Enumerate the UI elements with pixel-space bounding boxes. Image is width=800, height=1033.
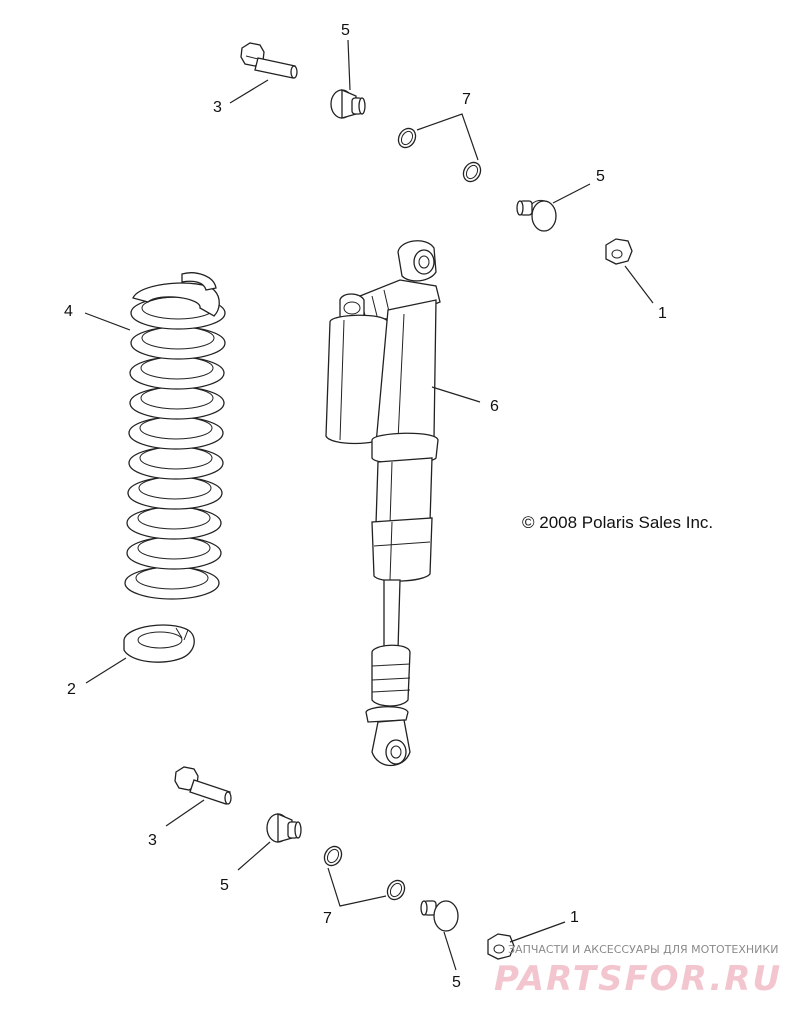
washer-top-b bbox=[462, 161, 482, 183]
bolt-bottom bbox=[174, 766, 232, 805]
watermark-tagline: ЗАПЧАСТИ И АКСЕССУАРЫ ДЛЯ МОТОТЕХНИКИ bbox=[508, 943, 778, 956]
washer-bottom-a bbox=[323, 845, 343, 867]
callout-2: 2 bbox=[67, 681, 76, 698]
bushing-bottom-a bbox=[266, 813, 302, 843]
bushing-top-b bbox=[516, 199, 557, 232]
leader-5-top-b bbox=[552, 183, 591, 204]
callout-7-bottom: 7 bbox=[323, 910, 332, 927]
bushing-bottom-b bbox=[420, 900, 459, 932]
callout-1-bottom: 1 bbox=[570, 909, 579, 926]
callout-3-bottom: 3 bbox=[148, 832, 157, 849]
leader-6 bbox=[431, 386, 481, 403]
coil-spring bbox=[124, 272, 226, 600]
nut-bottom bbox=[487, 933, 515, 960]
nut-top bbox=[605, 238, 633, 265]
leader-5-bottom-a bbox=[237, 841, 271, 871]
callout-1-top: 1 bbox=[658, 305, 667, 322]
leader-5-top-a bbox=[347, 39, 351, 91]
bushing-top-a bbox=[330, 89, 366, 119]
washer-bottom-b bbox=[386, 879, 406, 901]
leader-1-bottom bbox=[509, 921, 566, 943]
washer-top-a bbox=[397, 127, 417, 149]
bolt-top bbox=[240, 42, 298, 79]
callout-3-top: 3 bbox=[213, 99, 222, 116]
leader-1-top bbox=[624, 265, 654, 304]
leader-2 bbox=[85, 657, 127, 684]
leader-5-bottom-b bbox=[443, 931, 457, 971]
callout-4: 4 bbox=[64, 303, 73, 320]
callout-5-top-b: 5 bbox=[596, 168, 605, 185]
watermark-logo: PARTSFOR.RU bbox=[494, 959, 782, 999]
callout-5-bottom-a: 5 bbox=[220, 877, 229, 894]
leader-4 bbox=[84, 312, 131, 331]
leader-3-top bbox=[229, 79, 269, 104]
leader-7-top bbox=[416, 113, 479, 161]
leader-3-bottom bbox=[165, 799, 205, 827]
callout-5-bottom-b: 5 bbox=[452, 974, 461, 991]
leader-7-bottom bbox=[327, 867, 387, 907]
shock-absorber bbox=[325, 240, 441, 767]
callout-6: 6 bbox=[490, 398, 499, 415]
callout-7-top: 7 bbox=[462, 91, 471, 108]
copyright-notice: © 2008 Polaris Sales Inc. bbox=[522, 513, 713, 532]
callout-5-top-a: 5 bbox=[341, 22, 350, 39]
spring-retainer bbox=[123, 624, 195, 663]
